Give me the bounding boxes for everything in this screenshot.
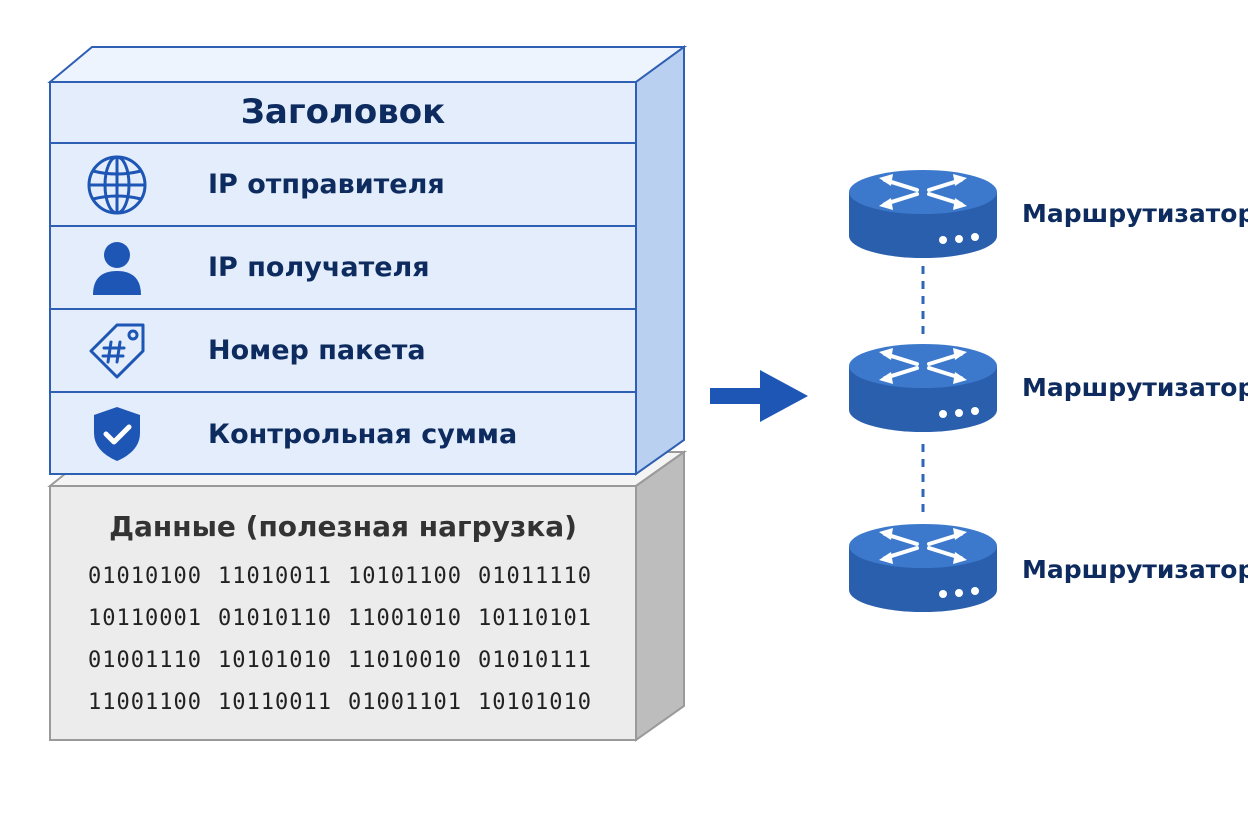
binary-byte: 01011110 [478, 564, 592, 589]
router-label: Маршрутизатор [1022, 555, 1248, 584]
payload-box [47, 450, 688, 742]
payload-title: Данные (полезная нагрузка) [109, 510, 577, 543]
binary-byte: 11001100 [88, 690, 202, 715]
router-icon [849, 170, 997, 258]
header-field-sender-ip: IP отправителя [50, 144, 636, 227]
binary-byte: 10101100 [348, 564, 462, 589]
header-field-checksum: Контрольная сумма [50, 393, 636, 475]
binary-byte: 10101010 [218, 648, 332, 673]
router-icon [849, 524, 997, 612]
field-label: IP отправителя [208, 169, 445, 200]
direction-arrow [710, 370, 808, 422]
router-label: Маршрутизатор [1022, 199, 1248, 228]
binary-byte: 01010100 [88, 564, 202, 589]
header-box [47, 45, 688, 476]
binary-byte: 10110001 [88, 606, 202, 631]
binary-byte: 11010011 [218, 564, 332, 589]
binary-byte: 01001101 [348, 690, 462, 715]
packet-header: Заголовок IP отправителя [50, 82, 636, 475]
binary-byte: 10110011 [218, 690, 332, 715]
binary-byte: 11001010 [348, 606, 462, 631]
field-label: Контрольная сумма [208, 418, 518, 450]
binary-byte: 11010010 [348, 648, 462, 673]
router-icon [849, 344, 997, 432]
packet-payload: Данные (полезная нагрузка) 01010100 1101… [50, 486, 636, 724]
binary-byte: 01001110 [88, 648, 202, 673]
header-title: Заголовок [50, 82, 636, 144]
field-label: IP получателя [208, 252, 430, 283]
header-field-packet-number: Номер пакета [50, 310, 636, 393]
globe-icon [86, 154, 148, 216]
header-field-receiver-ip: IP получателя [50, 227, 636, 310]
binary-byte: 01010111 [478, 648, 592, 673]
hash-tag-icon [86, 320, 148, 382]
router-label: Маршрутизатор [1022, 373, 1248, 402]
user-icon [86, 237, 148, 299]
binary-data-grid: 01010100 11010011 10101100 01011110 1011… [88, 556, 636, 724]
shield-check-icon [86, 403, 148, 465]
binary-byte: 10110101 [478, 606, 592, 631]
binary-byte: 10101010 [478, 690, 592, 715]
binary-byte: 01010110 [218, 606, 332, 631]
field-label: Номер пакета [208, 335, 426, 366]
